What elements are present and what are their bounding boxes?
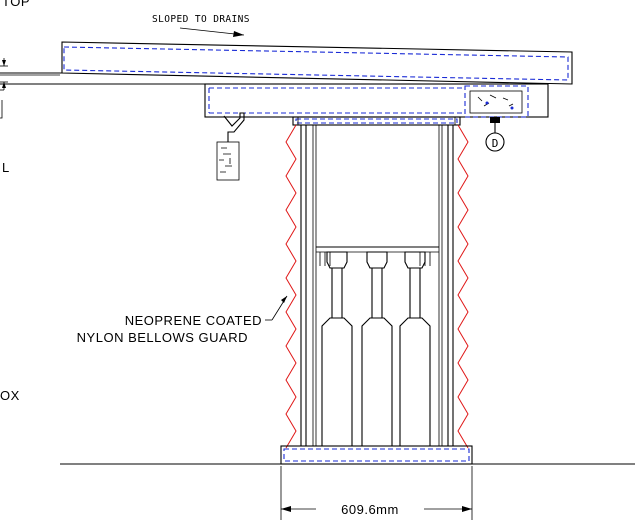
left-label-fragment-l: L [2,160,10,175]
slope-label: SLOPED TO DRAINS [152,14,250,25]
width-dimension [280,466,473,520]
dimension-label: 609.6mm [341,502,399,517]
bellows-label-line1: NEOPRENE COATED [125,313,262,328]
adjacent-floor [0,72,205,119]
base-plate [280,445,473,465]
bellows-leader [265,295,288,321]
top-platform [61,41,573,85]
level-marker [0,58,60,91]
bellows-label-line2: NYLON BELLOWS GUARD [77,330,248,345]
slope-arrow [179,27,245,37]
bellows-right [457,124,469,449]
cylinder-1 [321,251,353,446]
bellows-left [285,124,297,449]
head-beam [204,83,549,118]
callout-d: D [485,117,505,152]
guard-frame [300,125,454,446]
lift-top-plate [292,116,461,126]
cable-hook [216,112,245,181]
hydraulic-cylinders [321,251,431,446]
callout-letter: D [492,137,499,150]
cylinder-manifold [316,246,439,266]
cylinder-3 [399,251,431,446]
top-label-fragment: TOP [2,0,30,9]
cylinder-2 [361,251,393,446]
left-label-fragment-ox: OX [0,388,20,403]
